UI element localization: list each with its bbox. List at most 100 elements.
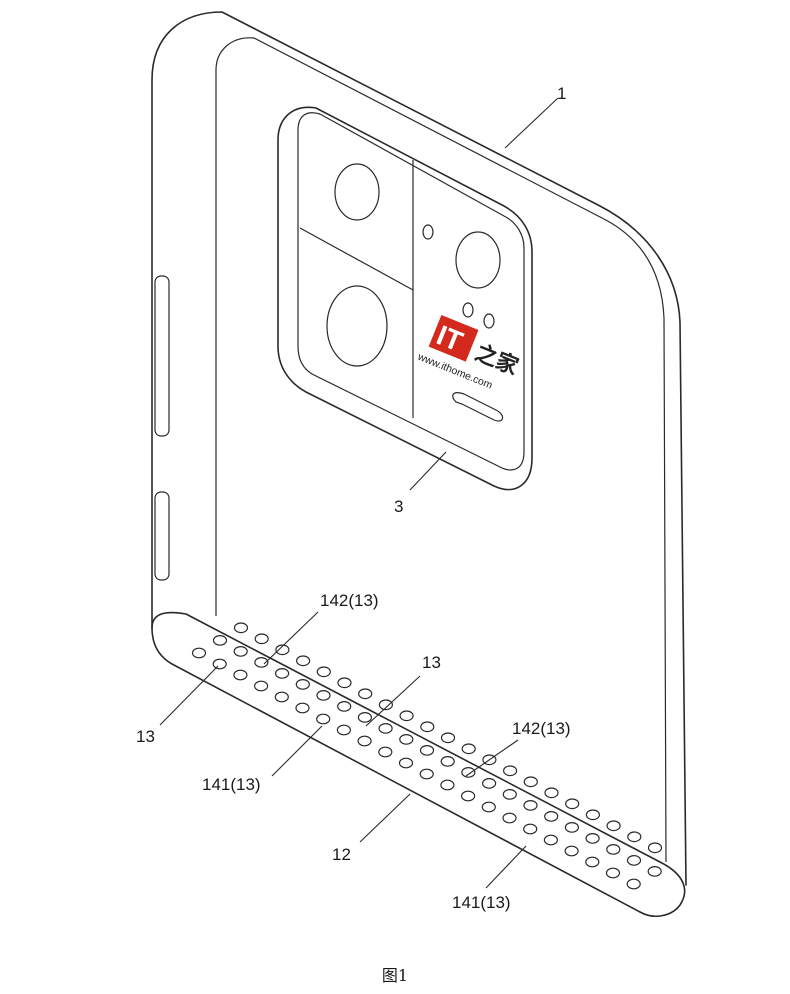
back-panel-outline: [215, 37, 667, 863]
watermark-logo-box: [428, 315, 479, 362]
label-hole-lower: 141(13): [202, 775, 261, 794]
speaker-hole: [585, 856, 600, 868]
camera-lens-right: [455, 231, 501, 289]
speaker-hole: [357, 735, 372, 747]
speaker-hole: [626, 855, 642, 866]
speaker-holes: [191, 622, 663, 890]
bottom-edge-strip: [151, 611, 686, 917]
speaker-hole: [585, 809, 601, 821]
speaker-hole: [606, 844, 621, 855]
speaker-hole: [564, 845, 579, 857]
speaker-hole: [316, 666, 331, 678]
speaker-hole: [482, 778, 497, 789]
label-housing: 1: [557, 84, 566, 103]
speaker-hole: [647, 866, 662, 877]
speaker-hole: [398, 757, 414, 769]
speaker-hole: [336, 724, 351, 736]
speaker-hole: [461, 767, 476, 778]
speaker-hole: [378, 746, 393, 758]
figure-caption: 图1: [381, 966, 409, 985]
speaker-hole: [233, 622, 249, 634]
leader-hole-right-lower: [485, 845, 527, 889]
flash-slot: [452, 392, 504, 422]
speaker-hole: [295, 702, 310, 714]
leader-hole-right-upper: [465, 739, 519, 777]
side-button-lower: [154, 491, 170, 581]
speaker-hole: [605, 867, 621, 879]
camera-module-inner: [297, 112, 525, 471]
speaker-hole: [606, 820, 621, 832]
speaker-hole: [419, 745, 435, 756]
leader-hole-left: [159, 665, 219, 726]
ithome-watermark: IT 之家 www.ithome.com: [415, 315, 523, 392]
sensor-dot-right: [483, 313, 495, 329]
leader-camera-module: [409, 451, 447, 491]
speaker-hole: [523, 776, 538, 788]
speaker-hole: [420, 721, 435, 733]
speaker-hole: [254, 633, 269, 645]
speaker-hole: [544, 811, 559, 822]
leader-hole-lower: [271, 725, 323, 777]
speaker-hole: [544, 787, 559, 799]
speaker-hole: [502, 789, 517, 800]
label-hole-right-lower: 141(13): [452, 893, 511, 912]
speaker-hole: [481, 801, 496, 813]
speaker-hole: [233, 669, 248, 681]
speaker-hole: [191, 647, 207, 659]
speaker-hole: [316, 690, 331, 701]
speaker-hole: [295, 679, 310, 690]
speaker-hole: [358, 688, 373, 700]
label-camera-module: 3: [394, 497, 403, 516]
label-hole-mid: 13: [422, 653, 441, 672]
speaker-hole: [440, 732, 456, 744]
phone-outer-outline: [151, 11, 687, 886]
speaker-hole: [212, 635, 228, 646]
speaker-hole: [419, 768, 434, 780]
camera-divider-left: [299, 227, 414, 291]
reference-labels: 1 3 142(13) 13 13 141(13) 142(13) 12 141…: [136, 84, 571, 912]
speaker-hole: [337, 701, 352, 712]
speaker-hole: [316, 713, 331, 725]
speaker-hole: [565, 798, 580, 810]
speaker-hole: [399, 734, 414, 745]
camera-lens-top: [334, 163, 380, 221]
leader-hole-upper: [263, 611, 319, 665]
speaker-hole: [254, 657, 269, 668]
speaker-hole: [461, 743, 476, 755]
speaker-hole: [502, 812, 517, 824]
side-button-upper: [154, 275, 170, 437]
speaker-hole: [337, 677, 352, 689]
speaker-hole: [503, 765, 518, 777]
label-hole-upper: 142(13): [320, 591, 379, 610]
leader-housing: [504, 97, 559, 149]
speaker-hole: [274, 691, 289, 703]
speaker-hole: [399, 710, 414, 722]
label-hole-left: 13: [136, 727, 155, 746]
speaker-hole: [461, 790, 476, 802]
speaker-hole: [543, 834, 559, 846]
speaker-hole: [626, 878, 641, 890]
camera-lens-main: [326, 285, 388, 367]
flash-dot: [422, 224, 434, 240]
leader-speaker-strip: [359, 793, 411, 843]
camera-module: [277, 106, 533, 491]
label-hole-right-upper: 142(13): [512, 719, 571, 738]
speaker-hole: [378, 699, 393, 711]
label-speaker-strip: 12: [332, 845, 351, 864]
speaker-hole: [296, 655, 311, 667]
speaker-hole: [357, 712, 372, 723]
speaker-hole: [627, 831, 642, 843]
leader-hole-mid: [365, 675, 421, 727]
leader-lines: [159, 97, 559, 889]
speaker-hole: [440, 779, 455, 791]
speaker-hole: [564, 822, 580, 833]
speaker-hole: [275, 644, 290, 656]
speaker-hole: [275, 668, 290, 679]
sensor-dot-left: [462, 302, 474, 318]
speaker-hole: [233, 646, 248, 657]
speaker-hole: [585, 833, 600, 844]
speaker-hole: [523, 823, 538, 835]
speaker-hole: [523, 800, 538, 811]
speaker-hole: [378, 723, 393, 734]
